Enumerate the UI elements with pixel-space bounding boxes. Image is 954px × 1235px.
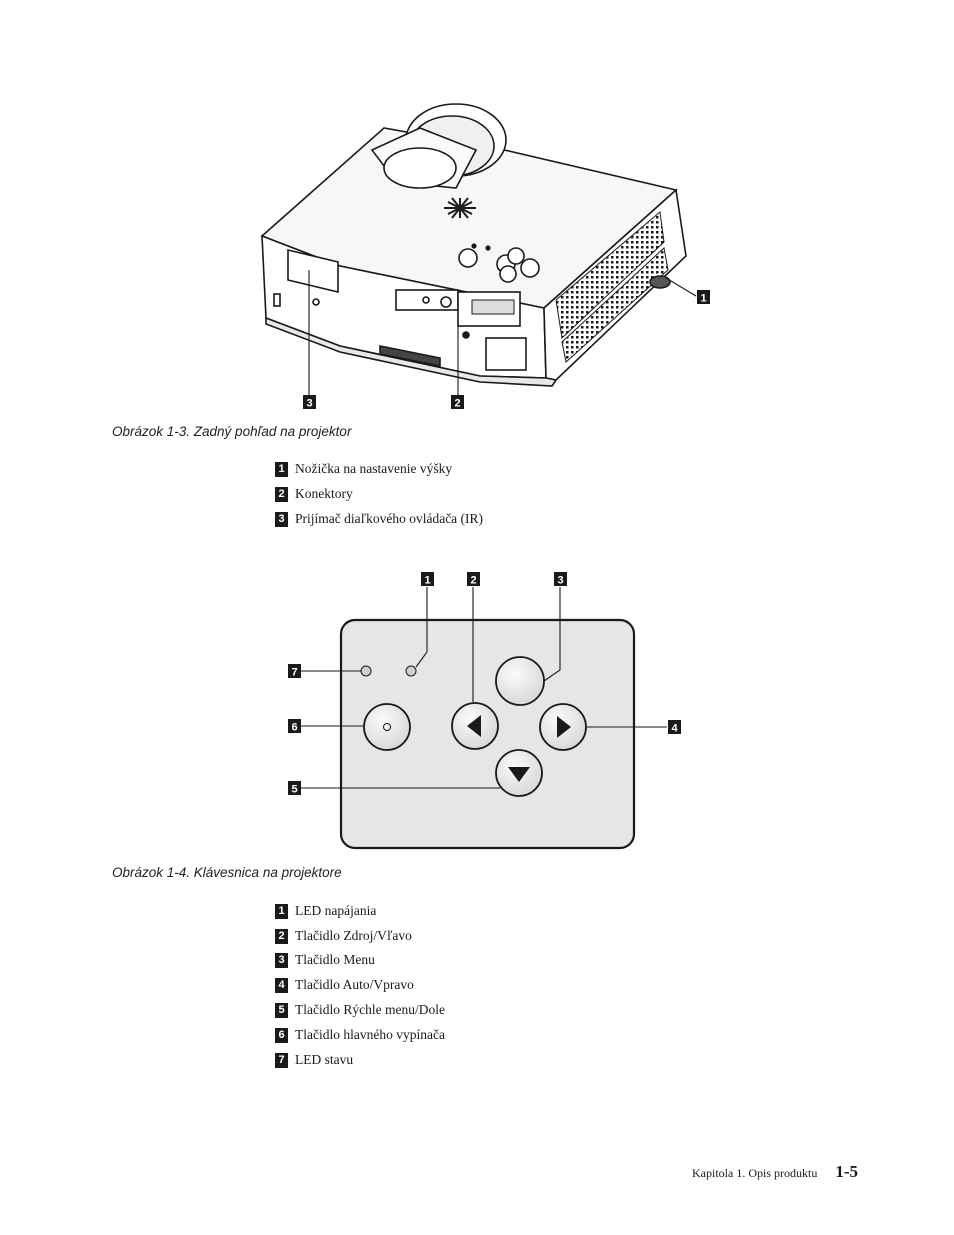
leader-line-1	[665, 277, 697, 297]
projector-body	[260, 103, 687, 387]
footer-chapter: Kapitola 1. Opis produktu	[692, 1166, 818, 1180]
callout-6: 6	[288, 719, 301, 734]
legend-number: 1	[275, 461, 288, 477]
legend-number: 2	[275, 486, 288, 502]
legend-number: 2	[275, 928, 288, 944]
power-icon	[383, 723, 391, 731]
legend-text: LED napájania	[295, 903, 377, 918]
legend-item: 6 Tlačidlo hlavného vypínača	[275, 1027, 445, 1043]
keypad-illustration: 1 2 3 4 5 6 7	[288, 572, 681, 850]
right-auto-button	[539, 703, 587, 751]
status-led-icon	[360, 665, 372, 677]
menu-button	[495, 656, 545, 706]
svg-text:2: 2	[454, 398, 460, 410]
legend-item: 5 Tlačidlo Rýchle menu/Dole	[275, 1002, 445, 1018]
legend-item: 3 Tlačidlo Menu	[275, 952, 375, 968]
legend-text: Tlačidlo Auto/Vpravo	[295, 977, 414, 992]
callout-5: 5	[288, 781, 301, 796]
legend-text: Tlačidlo Rýchle menu/Dole	[295, 1002, 445, 1017]
svg-text:7: 7	[291, 667, 297, 679]
svg-text:3: 3	[557, 575, 563, 587]
callout-3: 3	[554, 572, 567, 587]
legend-item: 3 Prijímač diaľkového ovládača (IR)	[275, 511, 483, 527]
legend-item: 7 LED stavu	[275, 1052, 353, 1068]
callout-2: 2	[467, 572, 480, 587]
arrow-down-icon	[508, 767, 530, 782]
svg-text:5: 5	[291, 784, 297, 796]
leader-line-3	[543, 587, 561, 682]
callout-4: 4	[668, 720, 681, 735]
legend-number: 3	[275, 511, 288, 527]
legend-text: Tlačidlo Zdroj/Vľavo	[295, 928, 412, 943]
legend-text: LED stavu	[295, 1052, 354, 1067]
legend-item: 4 Tlačidlo Auto/Vpravo	[275, 977, 414, 993]
callout-1: 1	[421, 572, 434, 587]
legend-number: 3	[275, 952, 288, 968]
svg-text:3: 3	[306, 398, 312, 410]
callout-2: 2	[451, 395, 464, 410]
legend-number: 5	[275, 1002, 288, 1018]
leader-line-1	[415, 587, 428, 668]
arrow-left-icon	[467, 715, 481, 737]
projector-rear-illustration: 1 2 3	[260, 103, 710, 410]
arrow-right-icon	[557, 716, 571, 738]
svg-text:4: 4	[671, 723, 678, 735]
legend-text: Konektory	[295, 486, 353, 501]
legend-item: 2 Tlačidlo Zdroj/Vľavo	[275, 928, 412, 944]
svg-text:1: 1	[700, 293, 706, 305]
power-led-icon	[405, 665, 417, 677]
legend-number: 4	[275, 977, 288, 993]
svg-text:6: 6	[291, 722, 297, 734]
svg-text:1: 1	[424, 575, 430, 587]
speaker-grille-icon	[444, 197, 476, 219]
legend-number: 7	[275, 1052, 288, 1068]
legend-item: 1 LED napájania	[275, 903, 376, 919]
callout-3: 3	[303, 395, 316, 410]
figure1-caption: Obrázok 1-3. Zadný pohľad na projektor	[112, 424, 352, 439]
legend-number: 6	[275, 1027, 288, 1043]
footer-page-number: 1-5	[835, 1162, 858, 1181]
figure2-caption: Obrázok 1-4. Klávesnica na projektore	[112, 865, 342, 880]
page-footer: Kapitola 1. Opis produktu 1-5	[692, 1162, 858, 1182]
svg-text:2: 2	[470, 575, 476, 587]
callout-7: 7	[288, 664, 301, 679]
legend-item: 2 Konektory	[275, 486, 353, 502]
legend-text: Prijímač diaľkového ovládača (IR)	[295, 511, 484, 526]
power-button	[363, 703, 411, 751]
down-quickmenu-button	[495, 749, 543, 797]
legend-text: Nožička na nastavenie výšky	[295, 461, 453, 476]
legend-text: Tlačidlo Menu	[295, 952, 375, 967]
legend-text: Tlačidlo hlavného vypínača	[295, 1027, 445, 1042]
left-source-button	[451, 702, 499, 750]
legend-number: 1	[275, 903, 288, 919]
callout-1: 1	[697, 290, 710, 305]
legend-item: 1 Nožička na nastavenie výšky	[275, 461, 452, 477]
